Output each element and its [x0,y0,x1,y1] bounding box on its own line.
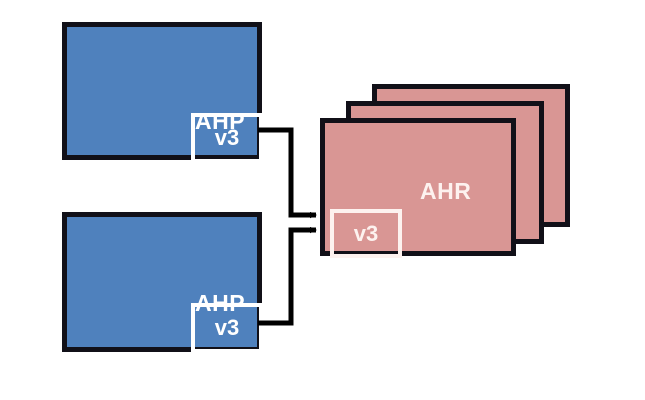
ahr-version-text: v3 [353,220,379,246]
ahp-bottom-version-chip[interactable]: v3 [191,303,263,353]
connector-ahp-bottom-to-ahr[interactable] [258,226,317,326]
ahr-version-chip[interactable]: v3 [330,209,402,258]
ahp-top-version-chip[interactable]: v3 [191,113,263,163]
ahp-top-version-text: v3 [214,125,240,150]
ahp-node-top[interactable]: AHP v3 [62,22,263,163]
ahr-stack-layer-front[interactable]: AHR v3 [320,118,516,258]
ahp-bottom-version-text: v3 [214,315,240,340]
ahp-node-bottom[interactable]: AHP v3 [62,212,263,353]
connector-ahp-top-to-ahr[interactable] [258,127,317,219]
ahr-node-label: AHR [420,178,472,204]
